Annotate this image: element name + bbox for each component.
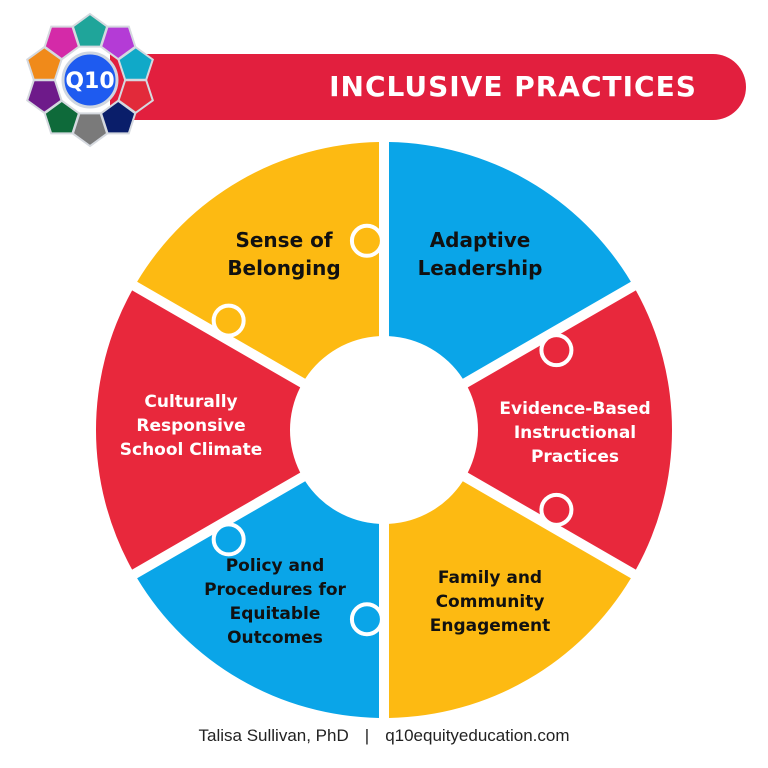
logo-petal xyxy=(99,25,137,61)
puzzle-piece-sense-of-belonging xyxy=(137,142,380,379)
q10-logo: Q10 xyxy=(26,12,154,148)
logo-petal xyxy=(71,12,109,48)
footer: Talisa Sullivan, PhD | q10equityeducation.… xyxy=(0,726,768,746)
footer-separator: | xyxy=(364,726,370,745)
logo-petal xyxy=(26,79,63,115)
logo-petal xyxy=(43,25,81,61)
puzzle-knob xyxy=(539,333,574,368)
puzzle-piece-policy-procedures xyxy=(137,481,380,718)
logo-petal xyxy=(26,45,63,81)
page-title: INCLUSIVE PRACTICES xyxy=(329,70,697,103)
puzzle-piece-adaptive-leadership xyxy=(388,142,631,379)
footer-website: q10equityeducation.com xyxy=(385,726,570,745)
puzzle-knob xyxy=(211,303,246,338)
puzzle-knob xyxy=(349,223,384,258)
logo-text: Q10 xyxy=(65,69,114,94)
puzzle-knob xyxy=(349,602,384,637)
logo-petal xyxy=(71,112,109,148)
logo-petal xyxy=(117,45,154,81)
title-banner: INCLUSIVE PRACTICES xyxy=(110,54,746,120)
logo-petal xyxy=(117,79,154,115)
puzzle-piece-family-community xyxy=(388,481,631,718)
puzzle-piece-culturally-responsive xyxy=(95,290,301,570)
footer-author: Talisa Sullivan, PhD xyxy=(198,726,349,745)
puzzle-knob xyxy=(211,522,246,557)
puzzle-knob xyxy=(539,492,574,527)
logo-petal xyxy=(99,99,137,135)
puzzle-piece-evidence-based xyxy=(467,290,672,570)
logo-petal xyxy=(43,99,81,135)
